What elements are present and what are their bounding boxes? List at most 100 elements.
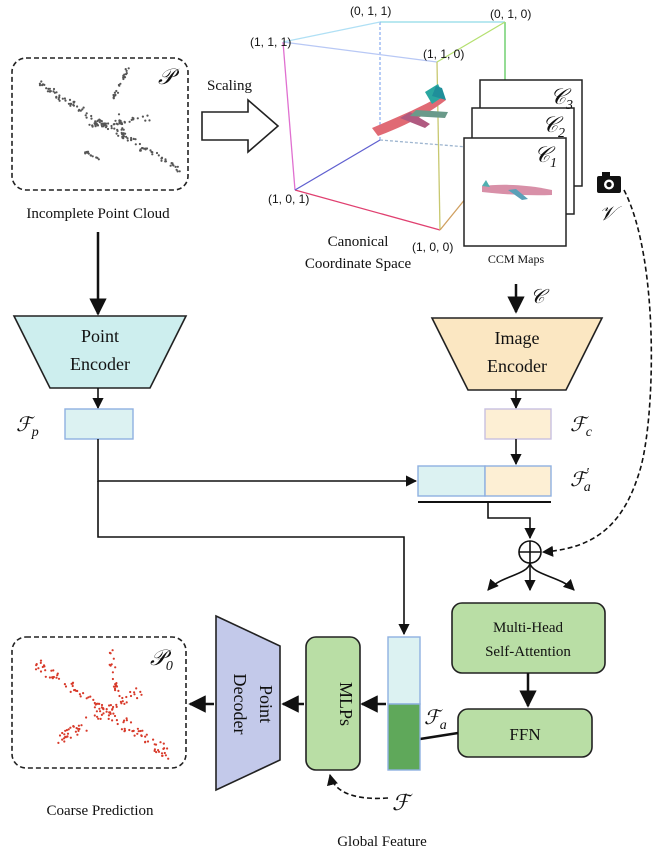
point [129,721,133,724]
point [122,135,126,138]
point [90,117,93,120]
point [125,69,128,72]
point [85,112,88,115]
point [116,91,120,94]
point [65,729,68,732]
point [57,741,60,745]
point [125,701,128,704]
point [76,733,79,736]
view-symbol: 𝒱 [599,203,622,225]
point [150,150,153,154]
point [120,702,123,705]
point [113,714,117,718]
point [98,707,101,710]
point [123,730,126,733]
point [77,109,80,112]
point [96,156,99,159]
point [138,142,141,146]
canonical-airplane [372,84,448,136]
point [113,123,116,126]
point [125,135,128,138]
point [115,703,118,707]
point [79,695,82,698]
point [77,729,80,733]
point [51,676,54,679]
point [119,119,122,122]
point [85,729,88,732]
point [115,705,118,709]
point [115,89,118,93]
canonical-caption-2: Coordinate Space [305,256,412,272]
image-feature-box [484,408,552,440]
mlps-label: MLPs [336,682,356,726]
point [123,702,126,706]
point [108,651,111,655]
point [93,701,96,705]
point [157,154,160,157]
point [139,729,142,733]
point [39,670,43,673]
point [127,67,130,70]
point [116,129,119,133]
point [34,668,38,671]
decoder-line1: Point [256,685,276,723]
point [85,150,88,154]
point [148,119,151,122]
point [66,735,69,738]
ccm-airplane-thumbnail [482,180,552,200]
point [112,97,115,100]
point [87,696,90,699]
ccm-caption: CCM Maps [488,252,545,266]
attention-line2: Self-Attention [485,644,571,660]
point [89,695,92,698]
point [40,80,43,83]
point [133,693,136,696]
point [114,93,117,96]
point [140,693,143,696]
input-symbol: 𝒫 [158,64,180,89]
point [95,710,98,713]
point [141,115,144,118]
point [136,727,139,730]
point [122,132,125,135]
point [97,158,100,161]
point [98,121,101,124]
point [35,664,38,667]
point [55,95,58,98]
image-encoder-line2: Encoder [487,356,547,376]
point [144,735,147,738]
point [53,91,57,94]
point [45,87,48,90]
point [166,747,169,750]
point [133,691,136,694]
point [63,97,66,100]
point [145,147,149,150]
point [102,123,105,126]
point [178,170,181,173]
point [139,690,142,694]
point-feature-box [64,408,134,440]
point [94,703,97,706]
point [79,109,82,112]
point [73,688,77,692]
corner-110: (1, 1, 0) [423,47,464,61]
point [125,72,128,75]
point [117,113,121,116]
point [81,108,84,111]
point [96,715,99,718]
ccm-map-stack: 𝒞3 𝒞2 𝒞1 [463,79,583,247]
point [121,696,124,700]
point [163,747,166,750]
point [57,98,60,101]
point [91,125,94,128]
point [133,734,136,737]
point [170,162,173,165]
point [92,698,95,702]
point [63,733,66,736]
camera-icon [597,172,621,193]
point [110,127,113,130]
point [136,117,139,120]
point [68,98,72,101]
point [172,164,175,167]
point [153,743,156,746]
